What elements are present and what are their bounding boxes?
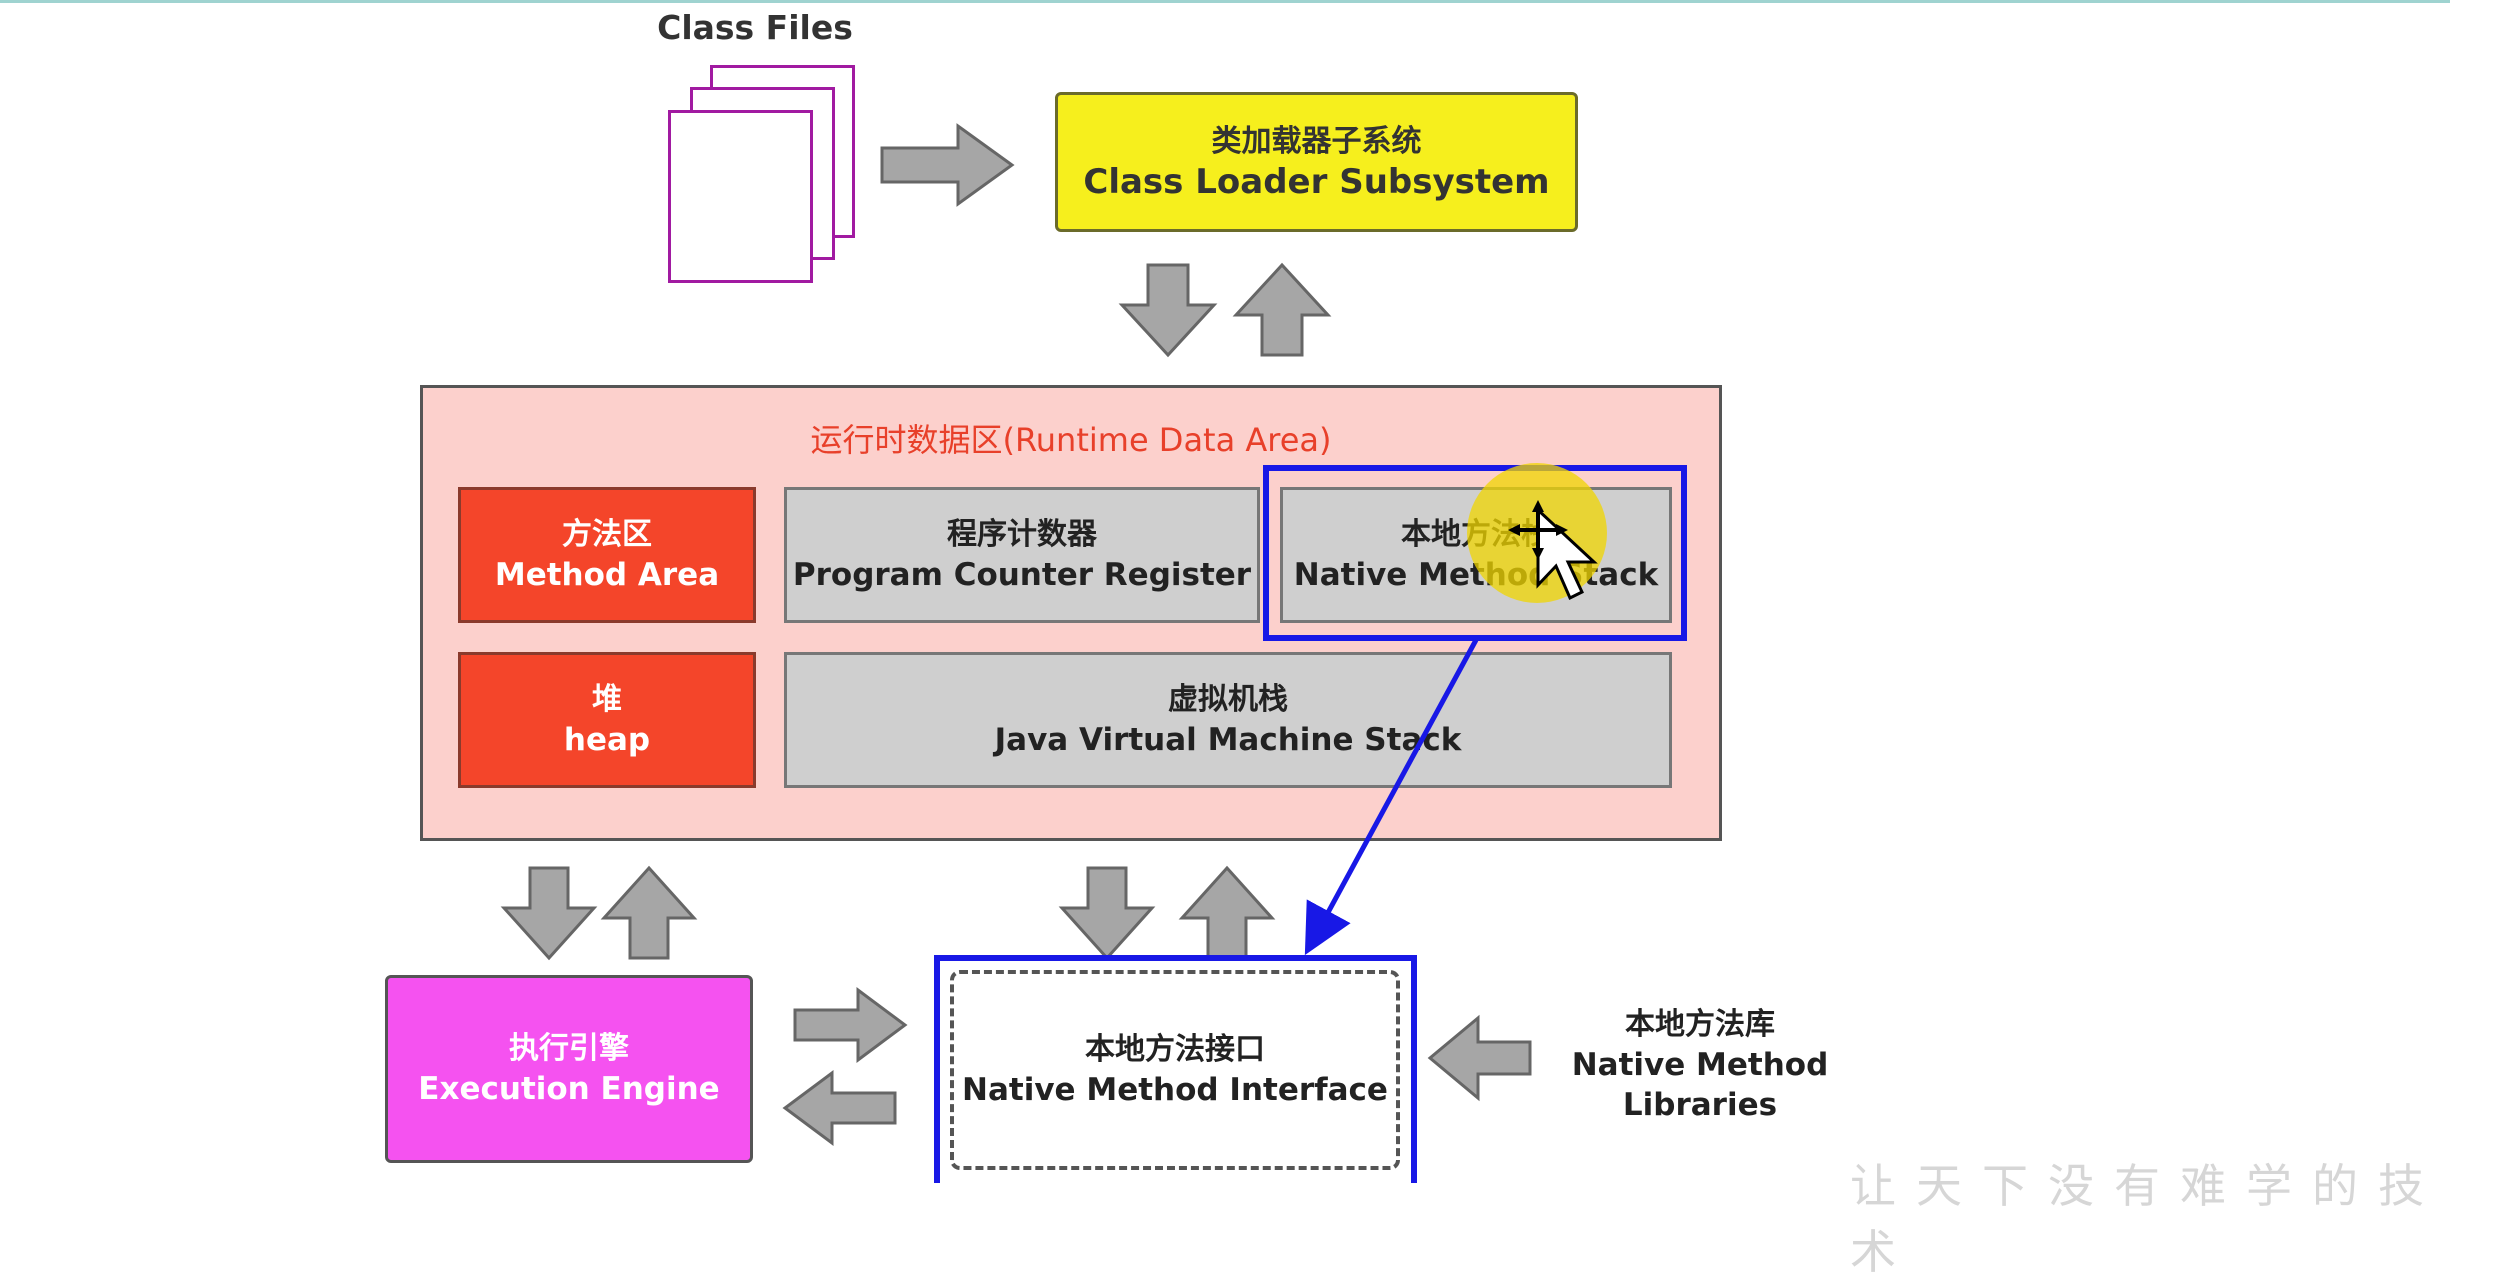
heap-en: heap bbox=[563, 722, 651, 758]
arrow-left-icon bbox=[782, 1070, 897, 1146]
move-cursor-icon bbox=[1508, 500, 1568, 560]
jvm-stack-zh: 虚拟机栈 bbox=[1168, 682, 1288, 717]
arrow-down-icon bbox=[1058, 866, 1156, 961]
method-area-zh: 方法区 bbox=[562, 517, 652, 552]
class-file-icon bbox=[668, 110, 813, 283]
arrow-down-icon bbox=[500, 866, 598, 961]
native-method-interface-box: 本地方法接口 Native Method Interface bbox=[950, 970, 1400, 1170]
class-loader-subsystem: 类加载器子系统 Class Loader Subsystem bbox=[1055, 92, 1578, 232]
arrow-right-icon bbox=[880, 123, 1015, 207]
native-interface-zh: 本地方法接口 bbox=[1085, 1032, 1265, 1067]
arrow-right-icon bbox=[793, 987, 908, 1063]
method-area-en: Method Area bbox=[494, 557, 720, 593]
method-area-box: 方法区 Method Area bbox=[458, 487, 756, 623]
native-libraries-zh: 本地方法库 bbox=[1625, 1007, 1775, 1042]
heap-box: 堆 heap bbox=[458, 652, 756, 788]
program-counter-zh: 程序计数器 bbox=[947, 517, 1097, 552]
execution-engine-en: Execution Engine bbox=[418, 1071, 720, 1107]
top-border-line bbox=[0, 0, 2450, 3]
native-method-libraries: 本地方法库 Native Method Libraries bbox=[1540, 1005, 1860, 1125]
class-loader-title-zh: 类加载器子系统 bbox=[1211, 124, 1422, 159]
arrow-up-icon bbox=[1232, 262, 1332, 357]
runtime-data-area-title: 运行时数据区(Runtime Data Area) bbox=[810, 421, 1332, 459]
native-interface-en: Native Method Interface bbox=[962, 1072, 1388, 1108]
program-counter-en: Program Counter Register bbox=[792, 557, 1252, 593]
program-counter-box: 程序计数器 Program Counter Register bbox=[784, 487, 1260, 623]
native-stack-to-interface-arrow bbox=[1304, 638, 1479, 956]
jvm-stack-box: 虚拟机栈 Java Virtual Machine Stack bbox=[784, 652, 1672, 788]
arrow-up-icon bbox=[1178, 865, 1276, 960]
diagram-overlay bbox=[500, 123, 1687, 1183]
class-loader-title-en: Class Loader Subsystem bbox=[1083, 162, 1550, 202]
native-libraries-en-line1: Native Method bbox=[1571, 1047, 1829, 1083]
native-interface-highlight bbox=[934, 955, 1417, 1183]
jvm-stack-en: Java Virtual Machine Stack bbox=[994, 722, 1462, 758]
class-files-label: Class Files bbox=[657, 8, 853, 47]
arrow-down-icon bbox=[1118, 263, 1218, 358]
native-stack-highlight bbox=[1263, 465, 1687, 641]
arrow-up-icon bbox=[600, 865, 698, 960]
execution-engine-box: 执行引擎 Execution Engine bbox=[385, 975, 753, 1163]
execution-engine-zh: 执行引擎 bbox=[509, 1031, 629, 1066]
native-libraries-en-line2: Libraries bbox=[1622, 1087, 1778, 1123]
arrow-left-icon bbox=[1427, 1014, 1532, 1102]
heap-zh: 堆 bbox=[592, 682, 622, 717]
